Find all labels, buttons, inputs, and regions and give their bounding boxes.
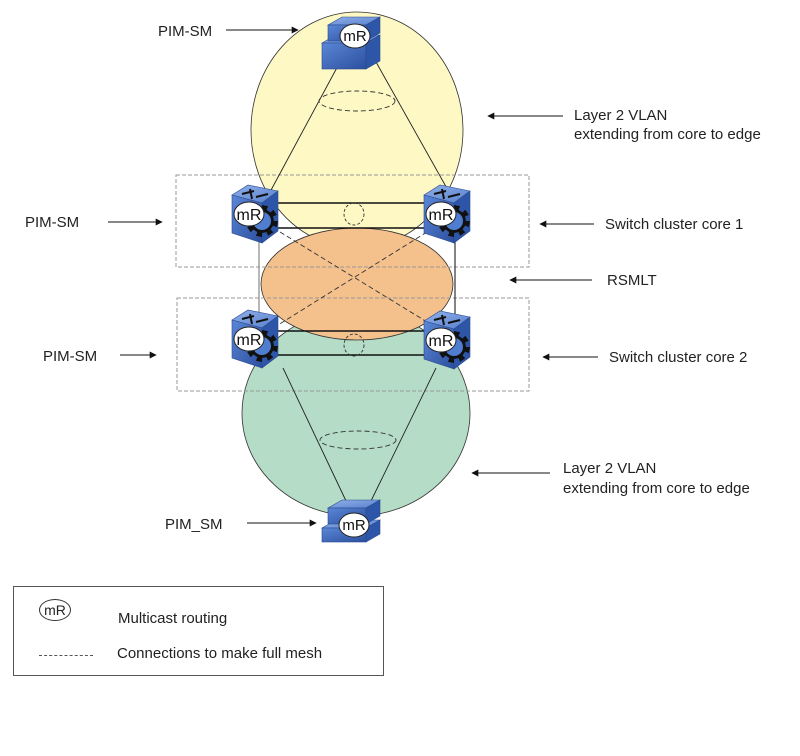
badge-label: mR (237, 207, 262, 224)
badge-label: mR (237, 332, 262, 349)
edge-switch-top[interactable]: mR (320, 16, 382, 70)
label-top-vlan-line1: Layer 2 VLAN (574, 107, 667, 124)
bottom-vlan-ring (319, 430, 397, 450)
mesh-link-diag-1 (279, 231, 433, 326)
core-switch-2-right[interactable]: mR (423, 310, 471, 370)
label-bottom-pim: PIM_SM (165, 516, 223, 533)
label-bottom-vlan-line2: extending from core to edge (563, 480, 750, 497)
label-top-pim: PIM-SM (158, 23, 212, 40)
label-core2: Switch cluster core 2 (609, 349, 747, 366)
multicast-router-badge (338, 512, 370, 538)
core-switch-1-right[interactable]: mR (423, 184, 471, 244)
core2-lag-marker (343, 333, 365, 357)
multicast-router-badge (233, 326, 265, 352)
direction-arrows-icon (433, 314, 461, 326)
legend-label-full-mesh: Connections to make full mesh (117, 645, 323, 662)
link-core2-left-edge-bottom (282, 367, 348, 504)
badge-label: mR (343, 28, 366, 45)
label-core1: Switch cluster core 1 (605, 216, 743, 233)
multicast-router-badge (339, 23, 371, 49)
legend-multicast-router-symbol: mR (39, 599, 71, 621)
link-core2-right-edge-bottom (369, 367, 437, 504)
badge-label: mR (429, 207, 454, 224)
multicast-router-badge (425, 201, 457, 227)
legend: mR Multicast routing Connections to make… (13, 586, 384, 676)
core-switch-2-left[interactable]: mR (231, 309, 279, 369)
badge-label: mR (342, 517, 365, 534)
edge-switch-bottom[interactable]: mR (320, 499, 382, 543)
direction-arrows-icon (433, 188, 461, 200)
badge-label: mR (429, 333, 454, 350)
multicast-router-badge (425, 327, 457, 353)
label-core2-pim: PIM-SM (43, 348, 97, 365)
direction-arrows-icon (241, 313, 269, 325)
core1-lag-marker (343, 202, 365, 226)
label-core1-pim: PIM-SM (25, 214, 79, 231)
legend-dashed-line-symbol (39, 655, 93, 656)
link-edge-top-core1-left (269, 61, 341, 193)
label-top-vlan-line2: extending from core to edge (574, 126, 761, 143)
top-vlan-ring (318, 90, 396, 112)
multicast-router-badge (233, 201, 265, 227)
link-edge-top-core1-right (375, 61, 450, 193)
legend-label-multicast-routing: Multicast routing (118, 610, 228, 627)
label-bottom-vlan-line1: Layer 2 VLAN (563, 460, 656, 477)
mesh-link-diag-2 (277, 231, 428, 326)
core2-cluster-box (176, 297, 530, 392)
direction-arrows-icon (241, 188, 269, 200)
core-switch-1-left[interactable]: mR (231, 184, 279, 244)
label-rsmlt: RSMLT (607, 272, 657, 289)
core1-cluster-box (175, 174, 530, 268)
